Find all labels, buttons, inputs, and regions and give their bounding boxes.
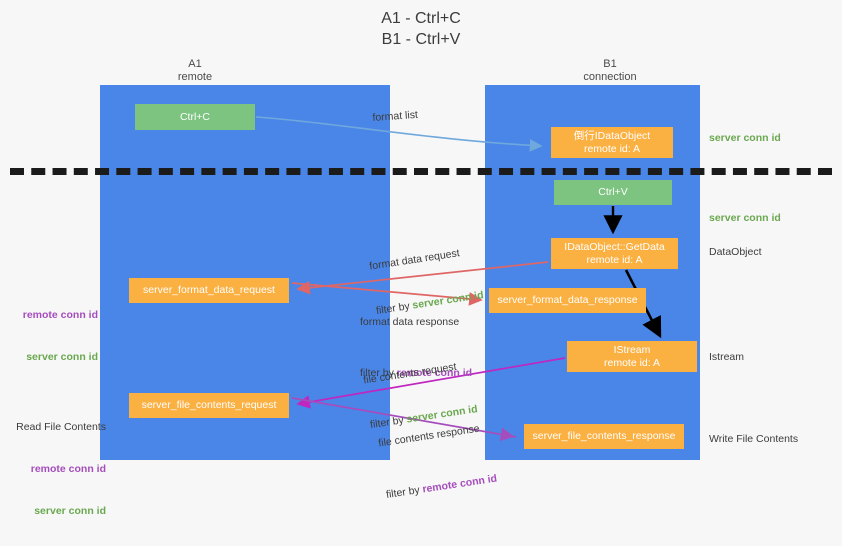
label-remote-conn-id-lower: remote conn id — [30, 463, 106, 475]
filter-value-remote-conn-id: remote conn id — [396, 367, 473, 379]
label-read-file-contents: Read File Contents — [16, 421, 106, 433]
label-remote-conn-id-upper: remote conn id — [22, 309, 98, 321]
connector-format-list — [255, 116, 543, 152]
box-server-file-contents-request[interactable]: server_file_contents_request — [129, 393, 289, 418]
label-istream: Istream — [709, 351, 745, 363]
filter-value-remote-conn-id: remote conn id — [421, 472, 498, 496]
arrow-label-file-contents-response-text: file contents response — [377, 422, 481, 450]
arrow-label-file-contents-response-filter: filter by remote conn id — [385, 472, 498, 503]
divider-dashed — [10, 168, 832, 175]
page-title: A1 - Ctrl+C B1 - Ctrl+V — [381, 10, 461, 48]
arrow-label-file-contents-response: file contents response filter by remote … — [373, 390, 503, 532]
label-write-file-contents: Write File Contents — [709, 433, 799, 445]
lane-header-b1: B1 connection — [583, 58, 637, 83]
box-ctrl-c[interactable]: Ctrl+C — [135, 104, 255, 130]
box-server-format-data-response[interactable]: server_format_data_response — [489, 288, 646, 313]
arrow-label-file-contents-request-text: file contents request — [362, 360, 458, 387]
filter-prefix: filter by — [360, 367, 397, 379]
box-istream[interactable]: IStream remote id: A — [567, 341, 697, 372]
label-left-read-file-contents: Read File Contents remote conn id server… — [8, 392, 106, 546]
label-server-conn-id-top: server conn id — [709, 132, 781, 144]
filter-prefix: filter by — [385, 483, 424, 501]
connector-file-contents-request — [296, 357, 566, 409]
arrow-label-format-data-response-filter: filter by remote conn id — [360, 366, 472, 381]
box-idataobject-getdata[interactable]: IDataObject::GetData remote id: A — [551, 238, 678, 269]
label-left-conn-ids-upper: remote conn id server conn id — [8, 280, 98, 392]
connector-format-data-request — [296, 261, 549, 295]
arrow-label-format-data-response: format data response filter by remote co… — [360, 285, 472, 411]
lane-header-a1: A1 remote — [177, 58, 213, 83]
label-server-conn-id-second: server conn id — [709, 212, 781, 224]
connector-file-contents-response — [291, 397, 517, 442]
box-server-file-contents-response[interactable]: server_file_contents_response — [524, 424, 684, 449]
label-dataobject: DataObject — [709, 246, 762, 258]
box-server-format-data-request[interactable]: server_format_data_request — [129, 278, 289, 303]
box-idataobject[interactable]: 倒行IDataObject remote id: A — [551, 127, 673, 158]
arrow-label-format-data-request-text: format data request — [368, 247, 461, 273]
arrow-label-format-list: format list — [372, 108, 419, 124]
label-server-conn-id-lower: server conn id — [34, 505, 106, 517]
diagram-canvas: A1 - Ctrl+C B1 - Ctrl+V A1 remote B1 con… — [8, 10, 832, 517]
arrow-label-format-data-response-text: format data response — [360, 316, 460, 328]
connector-format-data-response — [291, 282, 483, 306]
box-ctrl-v[interactable]: Ctrl+V — [554, 180, 672, 205]
label-server-conn-id-upper: server conn id — [26, 351, 98, 363]
